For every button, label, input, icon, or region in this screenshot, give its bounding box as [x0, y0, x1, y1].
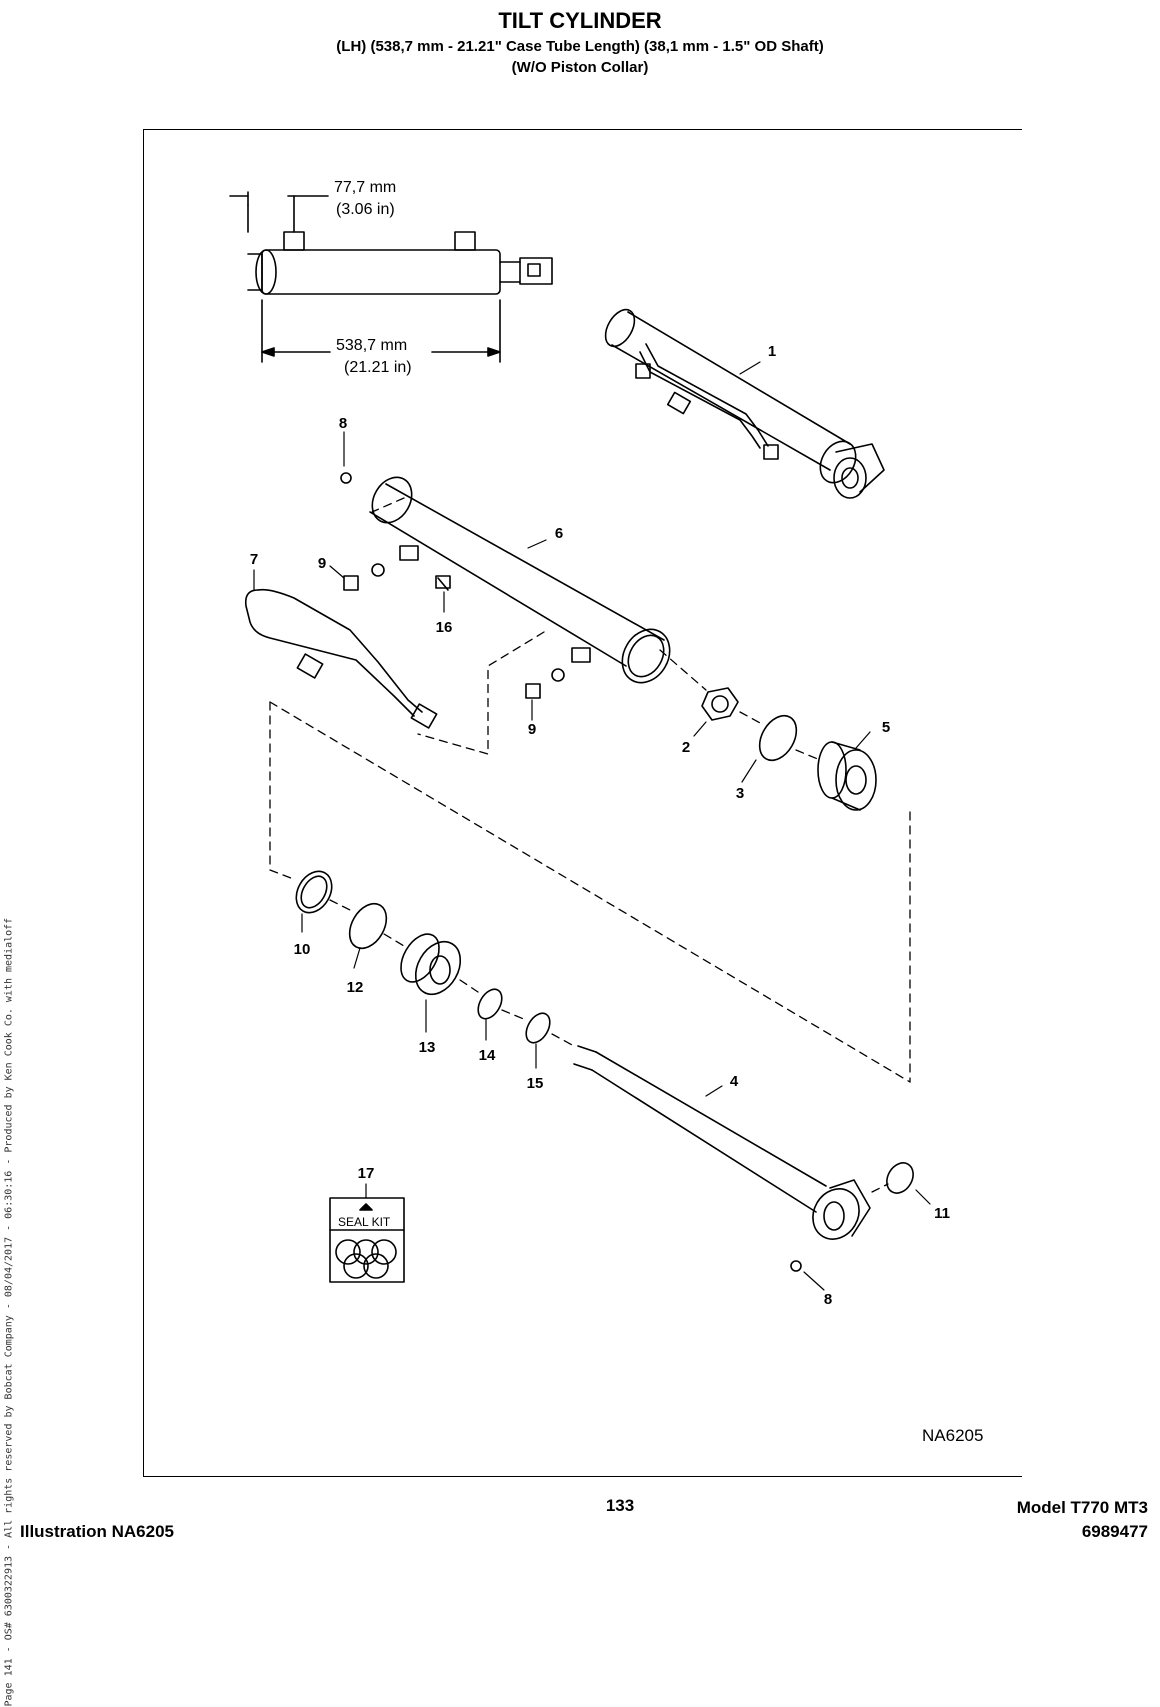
exploded-parts-diagram: 77,7 mm (3.06 in) 538,7 mm (21.21 in) SE… — [229, 179, 983, 1445]
callout-9-lower: 9 — [528, 721, 536, 738]
callout-8-bottom: 8 — [824, 1291, 832, 1308]
seal-kit-label: SEAL KIT — [338, 1215, 391, 1229]
callout-1: 1 — [768, 343, 776, 360]
callout-4: 4 — [730, 1073, 739, 1090]
side-watermark-text: Page 141 - OS# 6300322913 - All rights r… — [3, 917, 15, 1707]
overview-cylinder — [229, 191, 553, 363]
callout-11: 11 — [934, 1205, 950, 1222]
hydraulic-tube — [244, 588, 438, 729]
case-tube — [340, 472, 671, 684]
callout-16: 16 — [436, 619, 453, 636]
dimension-offset-mm: 77,7 mm — [334, 179, 396, 196]
callout-7: 7 — [250, 551, 258, 568]
callout-2: 2 — [682, 739, 690, 756]
head-components — [295, 870, 551, 1044]
seal-kit-box — [329, 1197, 405, 1283]
callout-14: 14 — [479, 1047, 496, 1064]
assembly-guide-lines — [269, 497, 911, 1193]
page-subtitle-variant: (W/O Piston Collar) — [511, 59, 649, 76]
callout-17: 17 — [358, 1165, 375, 1182]
piston-rod — [573, 1045, 914, 1272]
drawing-id: NA6205 — [922, 1426, 983, 1445]
callout-10: 10 — [294, 941, 311, 958]
illustration-label: Illustration NA6205 — [20, 1522, 174, 1541]
page-subtitle-spec: (LH) (538,7 mm - 21.21" Case Tube Length… — [336, 38, 824, 55]
fittings — [343, 563, 565, 699]
part-number: 6989477 — [1081, 1522, 1148, 1541]
callout-8-top: 8 — [339, 415, 347, 432]
dimension-offset-in: (3.06 in) — [336, 201, 395, 218]
callout-3: 3 — [736, 785, 744, 802]
callout-12: 12 — [347, 979, 364, 996]
callout-9-upper: 9 — [318, 555, 326, 572]
callout-5: 5 — [882, 719, 890, 736]
callout-leaders — [253, 361, 931, 1291]
page-title: TILT CYLINDER — [498, 8, 662, 33]
nut-ring-piston — [701, 687, 877, 811]
dimension-length-in: (21.21 in) — [344, 359, 412, 376]
page-number: 133 — [605, 1496, 635, 1515]
model-label: Model T770 MT3 — [1016, 1498, 1148, 1517]
callout-13: 13 — [419, 1039, 436, 1056]
dimension-length-mm: 538,7 mm — [336, 337, 407, 354]
callout-15: 15 — [527, 1075, 544, 1092]
callout-6: 6 — [555, 525, 563, 542]
illustration-frame — [143, 129, 1022, 1477]
assembled-cylinder — [604, 308, 885, 499]
